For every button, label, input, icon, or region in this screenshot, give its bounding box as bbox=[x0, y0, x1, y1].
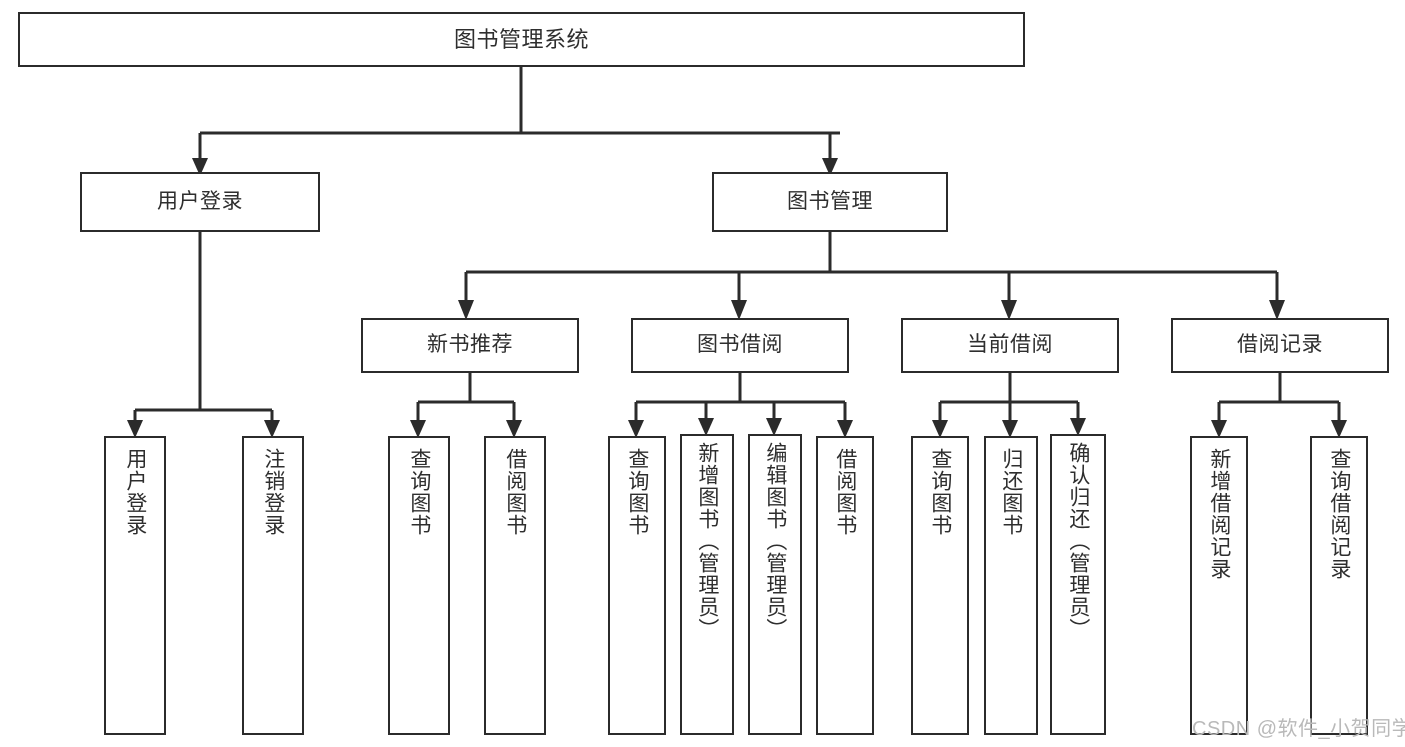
node-borrow-record[interactable]: 借阅记录 bbox=[1171, 318, 1389, 373]
node-book-borrow-label: 图书借阅 bbox=[697, 333, 783, 357]
leaf-query-book-current-label: 查询图书 bbox=[928, 448, 952, 536]
node-borrow-record-label: 借阅记录 bbox=[1237, 333, 1323, 357]
leaf-query-borrow-record[interactable]: 查询借阅记录 bbox=[1310, 436, 1368, 735]
leaf-query-book-borrow[interactable]: 查询图书 bbox=[608, 436, 666, 735]
leaf-query-borrow-record-label: 查询借阅记录 bbox=[1327, 448, 1351, 580]
leaf-query-book-recommend-label: 查询图书 bbox=[407, 448, 431, 536]
leaf-edit-book-admin[interactable]: 编辑图书（管理员） bbox=[748, 434, 802, 735]
node-root[interactable]: 图书管理系统 bbox=[18, 12, 1025, 67]
leaf-user-login[interactable]: 用户登录 bbox=[104, 436, 166, 735]
node-current-borrow-label: 当前借阅 bbox=[967, 333, 1053, 357]
node-book-management[interactable]: 图书管理 bbox=[712, 172, 948, 232]
leaf-user-login-label: 用户登录 bbox=[123, 448, 147, 536]
leaf-query-book-recommend[interactable]: 查询图书 bbox=[388, 436, 450, 735]
leaf-borrow-book-recommend-label: 借阅图书 bbox=[503, 448, 527, 536]
leaf-add-borrow-record-label: 新增借阅记录 bbox=[1207, 448, 1231, 580]
leaf-confirm-return-admin[interactable]: 确认归还（管理员） bbox=[1050, 434, 1106, 735]
leaf-borrow-book-label: 借阅图书 bbox=[833, 448, 857, 536]
leaf-return-book-label: 归还图书 bbox=[999, 448, 1023, 536]
leaf-query-book-current[interactable]: 查询图书 bbox=[911, 436, 969, 735]
leaf-add-book-admin[interactable]: 新增图书（管理员） bbox=[680, 434, 734, 735]
leaf-return-book[interactable]: 归还图书 bbox=[984, 436, 1038, 735]
node-book-management-label: 图书管理 bbox=[787, 189, 873, 213]
leaf-logout-label: 注销登录 bbox=[261, 448, 285, 536]
node-current-borrow[interactable]: 当前借阅 bbox=[901, 318, 1119, 373]
node-root-label: 图书管理系统 bbox=[453, 26, 589, 52]
leaf-add-borrow-record[interactable]: 新增借阅记录 bbox=[1190, 436, 1248, 735]
leaf-add-book-admin-label: 新增图书（管理员） bbox=[695, 442, 719, 640]
csdn-watermark: CSDN @软件_小贺同学 bbox=[1192, 718, 1405, 740]
leaf-edit-book-admin-label: 编辑图书（管理员） bbox=[763, 442, 787, 640]
node-new-book-recommend[interactable]: 新书推荐 bbox=[361, 318, 579, 373]
leaf-borrow-book-recommend[interactable]: 借阅图书 bbox=[484, 436, 546, 735]
leaf-query-book-borrow-label: 查询图书 bbox=[625, 448, 649, 536]
node-user-login-label: 用户登录 bbox=[157, 189, 243, 213]
node-user-login[interactable]: 用户登录 bbox=[80, 172, 320, 232]
leaf-borrow-book[interactable]: 借阅图书 bbox=[816, 436, 874, 735]
node-new-book-recommend-label: 新书推荐 bbox=[427, 333, 513, 357]
node-book-borrow[interactable]: 图书借阅 bbox=[631, 318, 849, 373]
leaf-confirm-return-admin-label: 确认归还（管理员） bbox=[1066, 442, 1090, 640]
leaf-logout[interactable]: 注销登录 bbox=[242, 436, 304, 735]
